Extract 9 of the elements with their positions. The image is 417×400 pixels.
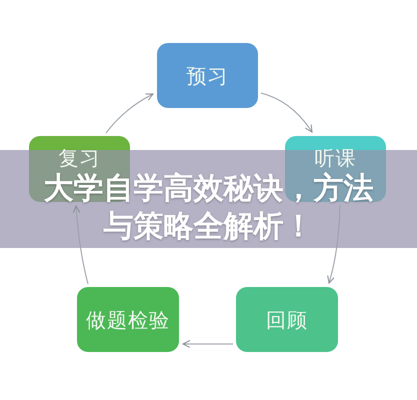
arrow <box>182 340 234 348</box>
title: 大学自学高效秘诀，方法与策略全解析！ <box>42 170 374 246</box>
process-box: 做题检验 <box>77 287 179 352</box>
process-box: 回顾 <box>236 287 338 352</box>
arrow <box>260 92 312 132</box>
arrow <box>327 204 340 284</box>
process-box: 预习 <box>157 43 258 108</box>
arrow <box>106 94 154 134</box>
arrow <box>72 206 88 284</box>
